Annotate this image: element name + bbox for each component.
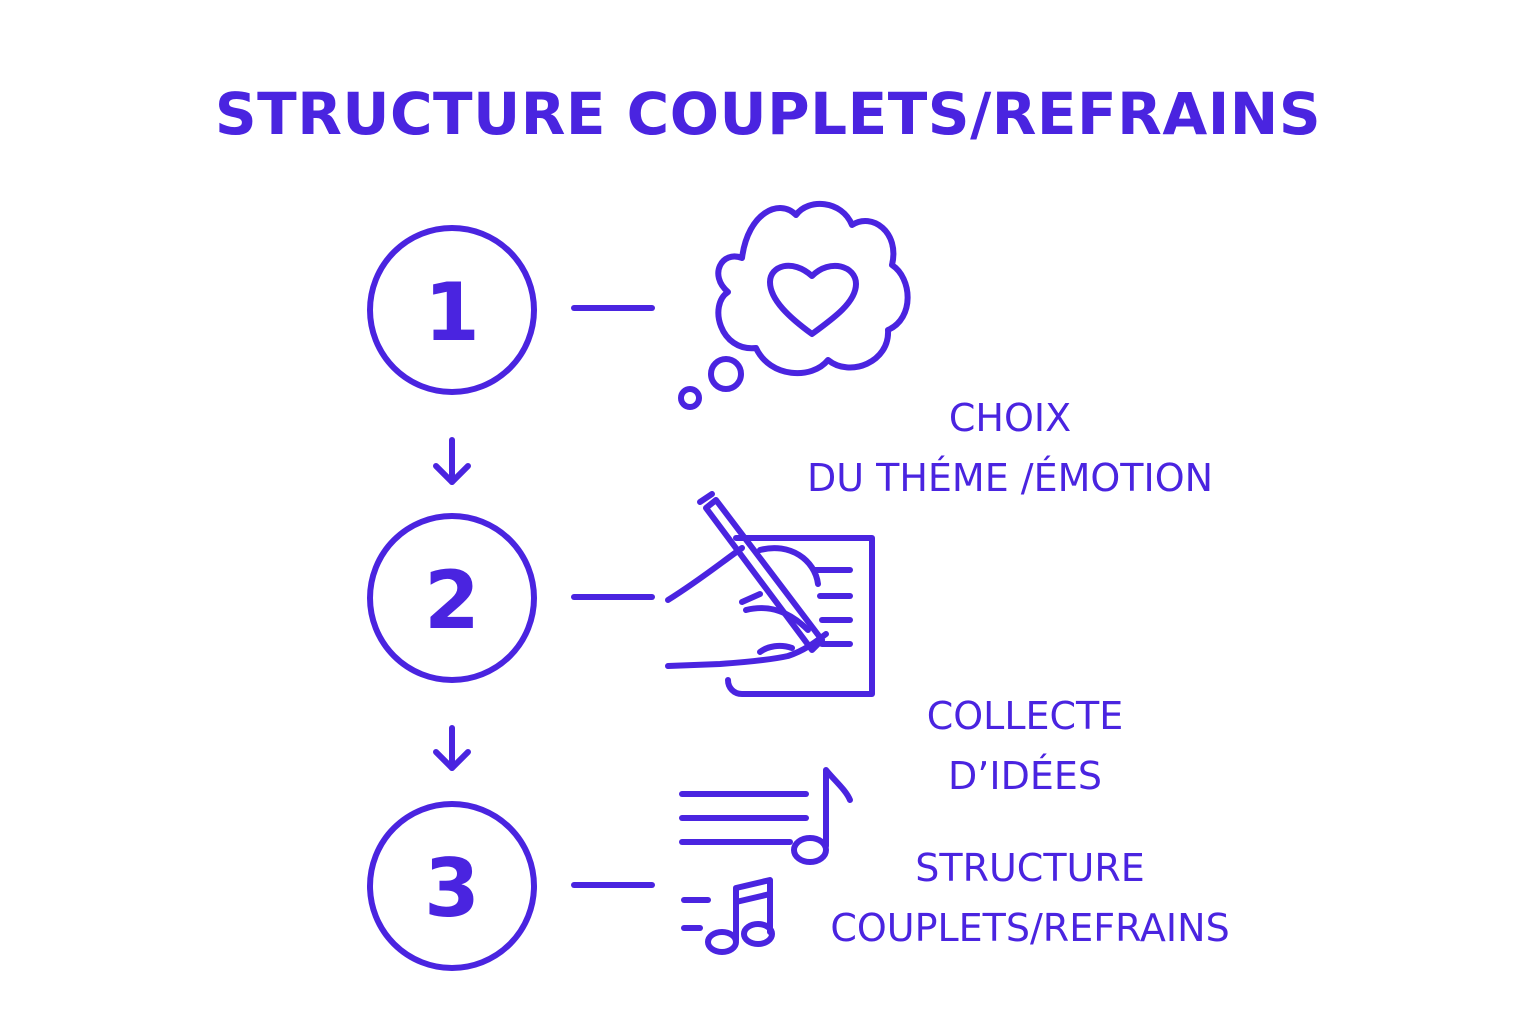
step-2-label: COLLECTE D’IDÉES	[820, 686, 1230, 806]
step-2-label-line-2: D’IDÉES	[948, 754, 1102, 798]
step-2-circle	[367, 513, 537, 683]
step-1-circle	[367, 225, 537, 395]
arrow-1-to-2	[433, 437, 471, 485]
step-3-number: 3	[424, 842, 480, 935]
arrow-2-to-3	[433, 725, 471, 771]
step-2: 2	[367, 513, 655, 683]
step-3: 3	[367, 801, 655, 971]
diagram-title: STRUCTURE COUPLETS/REFRAINS	[214, 80, 1322, 148]
step-1-number: 1	[424, 266, 480, 359]
step-2-label-line-1: COLLECTE	[926, 694, 1124, 738]
writing-hand-icon	[665, 491, 875, 697]
music-lines-icon	[679, 767, 853, 955]
step-1: 1	[367, 225, 655, 395]
step-2-number: 2	[424, 554, 480, 647]
step-3-circle	[367, 801, 537, 971]
step-1-label-line-1: CHOIX	[948, 396, 1072, 440]
step-1-label-line-2: DU THÉME /ÉMOTION	[806, 456, 1214, 500]
step-3-label-line-1: STRUCTURE	[915, 846, 1145, 890]
step-3-label-line-2: COUPLETS/REFRAINS	[830, 906, 1230, 950]
thought-heart-icon	[678, 200, 911, 410]
step-1-label: CHOIX DU THÉME /ÉMOTION	[760, 388, 1260, 508]
step-3-label: STRUCTURE COUPLETS/REFRAINS	[790, 838, 1270, 958]
